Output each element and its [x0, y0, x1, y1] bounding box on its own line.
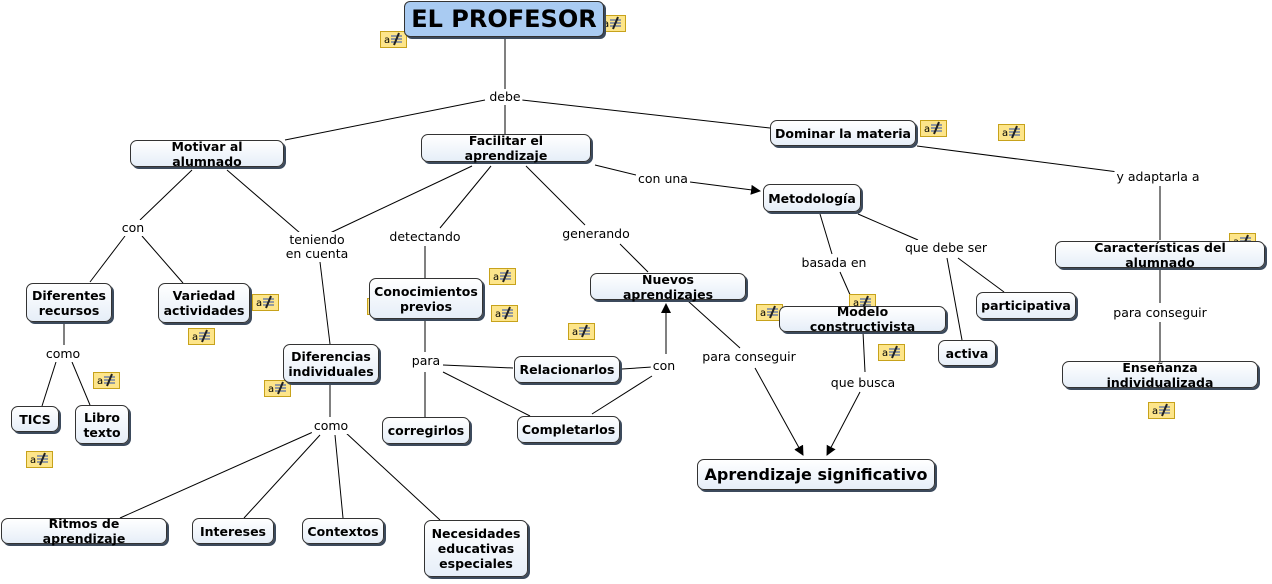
concept-intereses[interactable]: Intereses: [192, 518, 274, 544]
link-label-con: con: [650, 358, 678, 374]
link-label-que-busca: que busca: [828, 375, 898, 391]
annotation-note-icon: [1147, 401, 1176, 420]
link-label-con-una: con una: [636, 171, 690, 187]
link-label-debe: debe: [487, 89, 523, 105]
annotation-note-icon: [919, 119, 948, 138]
annotation-note-icon: [263, 379, 292, 398]
concept-conocimientos-previos[interactable]: Conocimientos previos: [369, 278, 483, 319]
concept-tics[interactable]: TICS: [11, 406, 59, 432]
annotation-note-icon: [251, 293, 280, 312]
concept-motivar-al-alumnado[interactable]: Motivar al alumnado: [130, 139, 284, 169]
link-label-generando: generando: [560, 226, 632, 242]
concept-activa[interactable]: activa: [938, 340, 996, 366]
link-label-como: como: [43, 346, 83, 362]
concept-dominar-la-materia[interactable]: Dominar la materia: [770, 120, 916, 146]
concept-modelo-constructivista[interactable]: Modelo constructivista: [779, 304, 946, 334]
annotation-note-icon: [490, 304, 519, 323]
concept-relacionarlos[interactable]: Relacionarlos: [514, 356, 620, 383]
link-label-para-conseguir: para conseguir: [700, 349, 798, 365]
concept-libro-texto[interactable]: Libro texto: [75, 405, 129, 444]
concept-ensenanza-individualizada[interactable]: Enseñanza individualizada: [1062, 360, 1258, 390]
link-label-teniendo-en-cuenta: teniendo en cuenta: [283, 232, 351, 262]
annotation-note-icon: [997, 123, 1026, 142]
concept-caracteristicas-del-alumnado[interactable]: Características del alumnado: [1055, 240, 1265, 270]
link-label-para: para: [409, 353, 443, 369]
annotation-note-icon: [25, 450, 54, 469]
annotation-note-icon: [92, 371, 121, 390]
annotation-note-icon: [877, 343, 906, 362]
concept-completarlos[interactable]: Completarlos: [517, 416, 620, 443]
concept-participativa[interactable]: participativa: [976, 292, 1076, 319]
annotation-note-icon: [187, 327, 216, 346]
concept-contextos[interactable]: Contextos: [302, 518, 384, 544]
annotation-note-icon: [488, 267, 517, 286]
link-label-con: con: [119, 220, 147, 236]
concept-metodologia[interactable]: Metodología: [763, 184, 861, 212]
link-label-para-conseguir: para conseguir: [1111, 305, 1209, 321]
link-label-y-adaptarla: y adaptarla a: [1114, 169, 1202, 185]
concept-diferencias-individuales[interactable]: Diferencias individuales: [283, 344, 379, 383]
link-label-basada-en: basada en: [799, 255, 869, 271]
concept-aprendizaje-significativo[interactable]: Aprendizaje significativo: [697, 459, 935, 490]
concept-necesidades-educativas-especiales[interactable]: Necesidades educativas especiales: [424, 520, 528, 577]
link-label-que-debe-ser: que debe ser: [902, 240, 990, 256]
concept-el-profesor[interactable]: EL PROFESOR: [404, 1, 604, 37]
link-label-como: como: [311, 418, 351, 434]
concept-facilitar-el-aprendizaje[interactable]: Facilitar el aprendizaje: [421, 133, 591, 163]
annotation-note-icon: [567, 322, 596, 341]
concept-variedad-actividades[interactable]: Variedad actividades: [158, 283, 250, 323]
concept-corregirlos[interactable]: corregirlos: [382, 417, 470, 444]
link-label-detectando: detectando: [387, 229, 463, 245]
concept-nuevos-aprendizajes[interactable]: Nuevos aprendizajes: [590, 272, 746, 302]
concept-ritmos-de-aprendizaje[interactable]: Ritmos de aprendizaje: [1, 516, 167, 546]
annotation-note-icon: [379, 30, 408, 49]
concept-diferentes-recursos[interactable]: Diferentes recursos: [26, 283, 112, 322]
